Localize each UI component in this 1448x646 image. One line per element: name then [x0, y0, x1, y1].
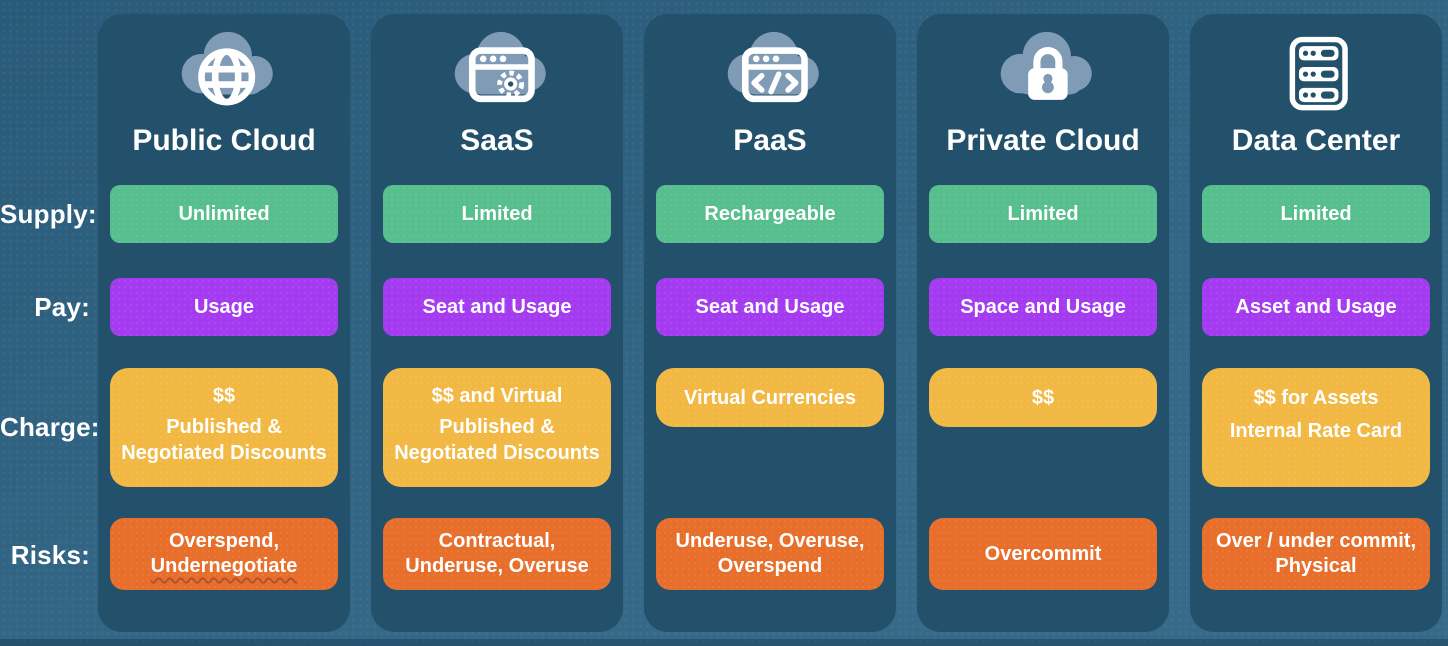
risks-line1: Overcommit [984, 542, 1102, 565]
risks-value-pill: Overspend, Undernegotiate [110, 518, 338, 590]
charge-value-pill: $$ Published & Negotiated Discounts [110, 368, 338, 487]
column-title: Public Cloud [132, 124, 316, 157]
charge-secondary-line2: Negotiated Discounts [394, 442, 600, 464]
charge-primary-text: $$ [1031, 386, 1055, 409]
charge-primary-text: $$ for Assets [1253, 387, 1379, 409]
risks-line2: Overspend [717, 555, 823, 577]
row-label-charge: Charge: [0, 412, 100, 442]
risks-line1: Over / under commit, [1215, 530, 1417, 552]
charge-secondary-text: Published & Negotiated Discounts [394, 414, 600, 466]
charge-value-pill: $$ for Assets Internal Rate Card [1202, 368, 1430, 487]
risks-line1: Overspend, [168, 530, 280, 552]
supply-value-pill: Unlimited [110, 185, 338, 243]
row-label-pay: Pay: [34, 292, 90, 322]
pay-value-pill: Seat and Usage [656, 278, 884, 336]
cloud-padlock-icon [917, 16, 1169, 118]
risks-line1: Underuse, Overuse, [675, 530, 865, 552]
pay-value-pill: Asset and Usage [1202, 278, 1430, 336]
bottom-edge-strip [0, 639, 1448, 646]
charge-secondary-text: Published & Negotiated Discounts [121, 414, 327, 466]
supply-value-pill: Limited [1202, 185, 1430, 243]
risks-value-pill: Underuse, Overuse, Overspend [656, 518, 884, 590]
supply-value-pill: Limited [929, 185, 1157, 243]
server-rack-icon [1190, 16, 1442, 118]
charge-primary-text: $$ [212, 385, 236, 407]
data-center-card: Data Center Limited Asset and Usage $$ f… [1190, 14, 1442, 632]
charge-primary-text: Virtual Currencies [684, 386, 856, 409]
charge-value-pill: $$ [929, 368, 1157, 427]
cloud-app-window-gear-icon [371, 16, 623, 118]
charge-primary-text: $$ and Virtual [431, 385, 563, 407]
charge-secondary-text: Internal Rate Card [1230, 418, 1402, 444]
pay-value-pill: Usage [110, 278, 338, 336]
risks-line2: Physical [1275, 555, 1357, 577]
charge-secondary-line2: Negotiated Discounts [121, 442, 327, 464]
risks-line2-misspelled-word: Undernegotiate [150, 555, 298, 577]
pay-value-pill: Space and Usage [929, 278, 1157, 336]
supply-value-pill: Rechargeable [656, 185, 884, 243]
column-title: PaaS [733, 124, 807, 157]
charge-secondary-line1: Published & [166, 416, 282, 438]
risks-value-pill: Over / under commit, Physical [1202, 518, 1430, 590]
cloud-code-window-icon [644, 16, 896, 118]
row-label-supply: Supply: [0, 199, 97, 229]
charge-value-pill: $$ and Virtual Published & Negotiated Di… [383, 368, 611, 487]
charge-secondary-line1: Internal Rate Card [1229, 420, 1403, 442]
pay-value-pill: Seat and Usage [383, 278, 611, 336]
public-cloud-card: Public Cloud Unlimited Usage $$ Publishe… [98, 14, 350, 632]
risks-value-pill: Contractual, Underuse, Overuse [383, 518, 611, 590]
column-title: Data Center [1231, 124, 1401, 157]
private-cloud-card: Private Cloud Limited Space and Usage $$… [917, 14, 1169, 632]
column-title: SaaS [460, 124, 534, 157]
charge-value-pill: Virtual Currencies [656, 368, 884, 427]
column-title: Private Cloud [946, 124, 1140, 157]
risks-value-pill: Overcommit [929, 518, 1157, 590]
risks-line2: Underuse, Overuse [405, 555, 589, 577]
risks-line1: Contractual, [438, 530, 556, 552]
paas-card: PaaS Rechargeable Seat and Usage Virtual… [644, 14, 896, 632]
charge-secondary-line1: Published & [439, 416, 555, 438]
saas-card: SaaS Limited Seat and Usage $$ and Virtu… [371, 14, 623, 632]
row-label-risks: Risks: [10, 540, 90, 570]
supply-value-pill: Limited [383, 185, 611, 243]
cloud-globe-icon [98, 16, 350, 118]
